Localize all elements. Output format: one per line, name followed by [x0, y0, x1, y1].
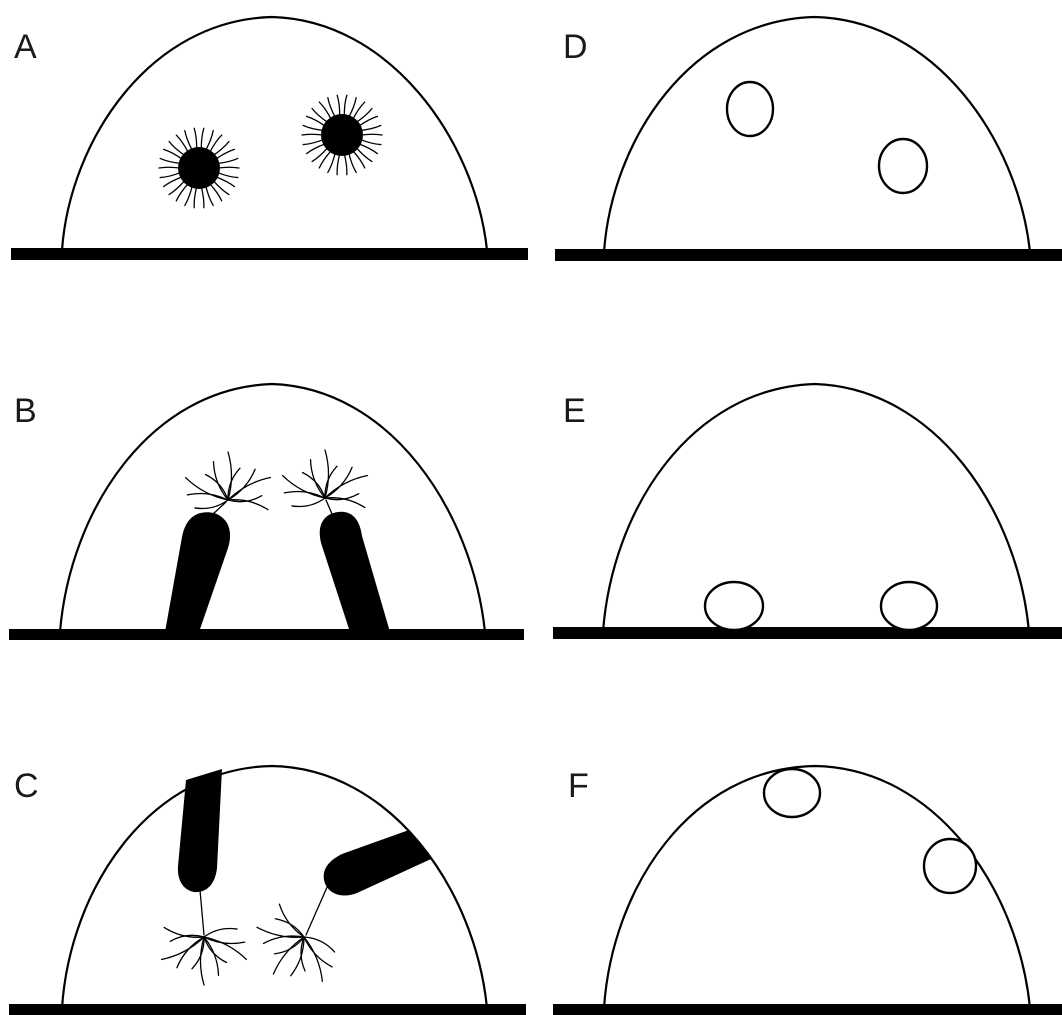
cell-hair: [344, 154, 347, 175]
flagella-tuft: [162, 927, 247, 985]
substrate-bar: [553, 627, 1062, 639]
flagellum: [204, 928, 237, 937]
cell-hair: [217, 173, 237, 178]
rod-cell: [320, 512, 390, 632]
cell-stalk: [306, 885, 328, 935]
panel-label-b: B: [14, 392, 37, 430]
cell-hair: [213, 181, 229, 195]
cell-hair: [349, 153, 356, 173]
bubble: [924, 839, 976, 893]
cell-hair: [307, 144, 326, 154]
cell-hair: [344, 95, 347, 116]
cell-hair: [218, 167, 239, 168]
bubble: [879, 139, 927, 193]
droplet-outline: [62, 17, 487, 250]
cell-hair: [353, 151, 365, 168]
substrate-bar: [9, 629, 524, 640]
flagella-tuft: [283, 450, 368, 508]
panel-label-e: E: [563, 392, 586, 430]
panel-c: C: [9, 766, 526, 1015]
flagella-tuft: [257, 904, 335, 981]
cell-hair: [194, 128, 197, 149]
cell-hair: [337, 95, 340, 116]
bubble: [881, 582, 937, 630]
cell-hair: [216, 177, 235, 187]
cell-hair: [201, 128, 204, 149]
cell-hair: [359, 144, 378, 154]
rod-cell: [165, 512, 230, 632]
cell-hair: [159, 167, 180, 168]
spherical-cell: [302, 95, 382, 174]
cell-hair: [360, 125, 380, 130]
cell-hair: [194, 187, 197, 208]
cell-hair: [217, 158, 237, 163]
rod-cell: [324, 830, 431, 895]
cell-hair: [164, 177, 183, 187]
cell-hair: [176, 184, 188, 201]
substrate-bar: [553, 1004, 1062, 1015]
droplet-outline: [603, 384, 1029, 632]
panel-e: E: [553, 384, 1062, 639]
spherical-cell: [159, 128, 239, 207]
cell-stalk: [212, 502, 226, 515]
panel-label-c: C: [14, 767, 39, 805]
panel-a: A: [11, 17, 528, 260]
substrate-bar: [9, 1004, 526, 1015]
cell-stalk: [200, 890, 204, 935]
cell-hair: [169, 181, 185, 195]
cell-hair: [312, 148, 328, 162]
panel-label-d: D: [563, 28, 588, 66]
cell-hair: [302, 134, 323, 135]
panel-label-a: A: [14, 28, 37, 66]
droplet-outline: [60, 384, 485, 632]
panel-d: D: [555, 17, 1062, 261]
substrate-bar: [11, 248, 528, 260]
cell-hair: [361, 134, 382, 135]
panel-label-f: F: [568, 767, 589, 805]
cell-body: [178, 147, 220, 189]
cell-hair: [356, 148, 372, 162]
cell-hair: [210, 184, 222, 201]
flagellum: [292, 498, 325, 507]
droplet-outline: [604, 17, 1030, 252]
panel-f: F: [553, 766, 1062, 1015]
cell-hair: [319, 151, 331, 168]
flagella-tuft: [186, 452, 271, 510]
cell-stalk: [326, 500, 332, 514]
cell-hair: [328, 153, 335, 173]
substrate-bar: [555, 249, 1062, 261]
panel-b: B: [9, 384, 524, 640]
cell-body: [321, 114, 363, 156]
bubble: [727, 82, 773, 136]
cell-hair: [185, 186, 192, 206]
cell-hair: [160, 173, 180, 178]
rod-cell: [178, 769, 222, 892]
cell-hair: [337, 154, 340, 175]
bubble: [705, 582, 763, 630]
cell-hair: [303, 140, 323, 145]
cell-hair: [201, 187, 204, 208]
cell-hair: [160, 158, 180, 163]
bubble: [764, 769, 820, 817]
cell-hair: [360, 140, 380, 145]
cell-hair: [303, 125, 323, 130]
cell-hair: [206, 186, 213, 206]
